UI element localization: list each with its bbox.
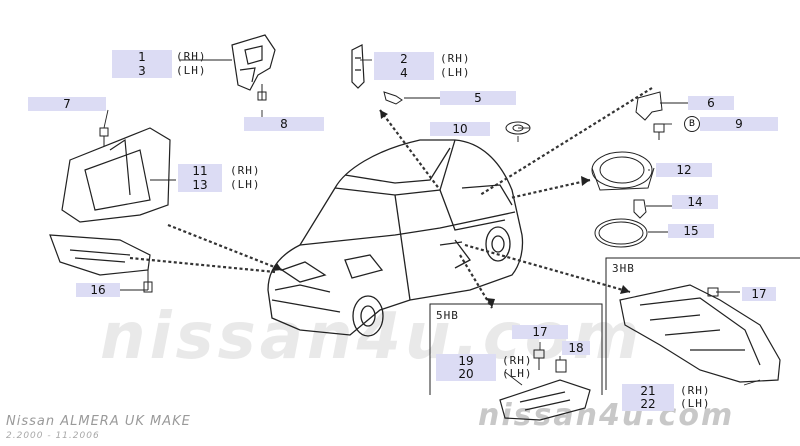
part-label-19[interactable]: 19: [436, 354, 496, 368]
frame-5hb: [429, 303, 603, 395]
part-label-12[interactable]: 12: [656, 163, 712, 177]
part-label-4[interactable]: 4: [374, 66, 434, 80]
label-3hb: 3HB: [612, 262, 635, 275]
part-label-3[interactable]: 3: [112, 64, 172, 78]
part-label-14[interactable]: 14: [672, 195, 718, 209]
part-label-18[interactable]: 18: [562, 341, 590, 355]
part-bracket-5hb: [499, 379, 591, 421]
part-bracket-front: [231, 34, 276, 91]
part-label-21[interactable]: 21: [622, 384, 674, 398]
part-label-15[interactable]: 15: [668, 224, 714, 238]
watermark-corner: nissan4u.com: [478, 398, 735, 433]
part-label-20[interactable]: 20: [436, 367, 496, 381]
arrow-to-3hb: [464, 243, 631, 294]
part-label-7[interactable]: 7: [28, 97, 106, 111]
side-rh-21: (RH): [680, 384, 711, 397]
part-label-22[interactable]: 22: [622, 397, 674, 411]
footer-model: Nissan ALMERA UK MAKE: [6, 414, 191, 429]
part-label-2[interactable]: 2: [374, 52, 434, 66]
arrow-from-cover: [509, 178, 591, 200]
part-label-17-5hb[interactable]: 17: [512, 325, 568, 339]
car-illustration: [267, 139, 524, 337]
part-label-8[interactable]: 8: [244, 117, 324, 131]
arrow-from-bracket6: [479, 87, 653, 196]
side-lh-3: (LH): [176, 64, 207, 77]
footer-date-range: 2.2000 - 11.2006: [6, 431, 100, 441]
part-label-5[interactable]: 5: [440, 91, 516, 105]
side-lh-20: (LH): [502, 367, 533, 380]
part-label-1[interactable]: 1: [112, 50, 172, 64]
callout-b: B: [684, 116, 700, 132]
part-label-17-3hb[interactable]: 17: [742, 287, 776, 301]
label-5hb: 5HB: [436, 309, 459, 322]
arrow-to-splash: [167, 223, 283, 272]
arrow-to-5hb: [459, 254, 493, 309]
part-label-9[interactable]: 9: [700, 117, 778, 131]
side-rh-2: (RH): [440, 52, 471, 65]
part-label-13[interactable]: 13: [178, 178, 222, 192]
arrow-from-clip: [379, 109, 441, 191]
side-lh-22: (LH): [680, 397, 711, 410]
part-sill-3hb: [619, 284, 781, 383]
side-lh-13: (LH): [230, 178, 261, 191]
side-rh-19: (RH): [502, 354, 533, 367]
part-splash-guard: [61, 127, 171, 223]
side-rh-1: (RH): [176, 50, 207, 63]
part-label-10[interactable]: 10: [430, 122, 490, 136]
part-label-6[interactable]: 6: [688, 96, 734, 110]
side-rh-11: (RH): [230, 164, 261, 177]
frame-3hb: [605, 257, 800, 390]
part-label-11[interactable]: 11: [178, 164, 222, 178]
part-bracket-mid: [351, 44, 365, 89]
part-label-16[interactable]: 16: [76, 283, 120, 297]
part-undercover: [49, 234, 151, 276]
side-lh-4: (LH): [440, 66, 471, 79]
